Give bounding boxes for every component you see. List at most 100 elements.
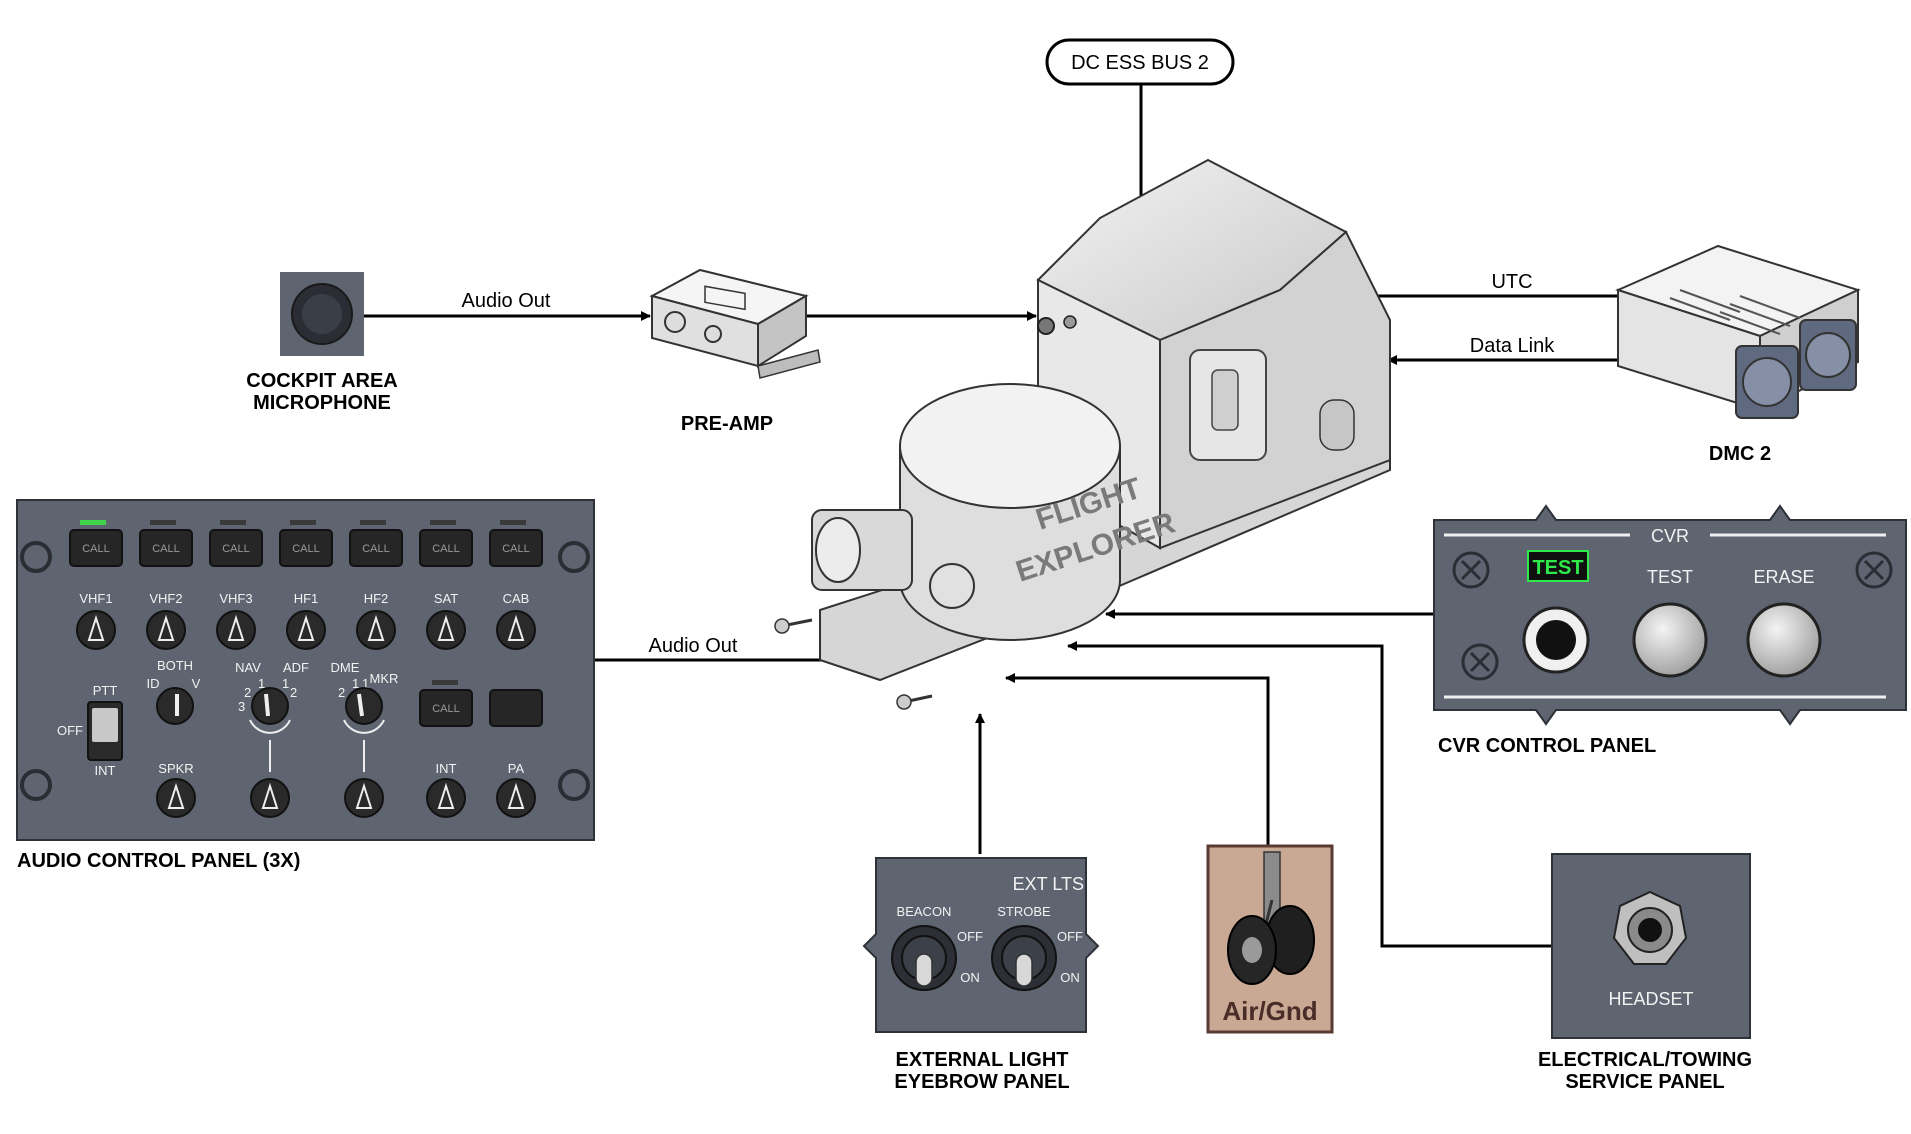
- preamp-side: [757, 294, 807, 368]
- channel-label-hf2: HF2: [364, 591, 389, 606]
- preamp-label: PRE-AMP: [681, 413, 773, 435]
- dmc-label: DMC 2: [1709, 443, 1771, 465]
- screw-icon: [1452, 551, 1490, 589]
- screw-icon: [1855, 551, 1893, 589]
- mkr-label: MKR: [370, 671, 399, 686]
- erase-button-label: ERASE: [1753, 567, 1814, 587]
- volume-knob-cab[interactable]: [496, 610, 536, 650]
- volume-knob-nav[interactable]: [250, 778, 290, 818]
- ptt-switch[interactable]: [87, 701, 123, 761]
- power-source: DC ESS BUS 2: [1045, 38, 1235, 86]
- preamp: PRE-AMP: [649, 268, 821, 435]
- volume-knob-vhf1[interactable]: [76, 610, 116, 650]
- call-button-vhf3[interactable]: [209, 529, 263, 567]
- strobe-off-label: OFF: [1057, 929, 1083, 944]
- strobe-toggle-switch[interactable]: [991, 925, 1057, 991]
- call-button-vhf1[interactable]: [69, 529, 123, 567]
- voice-v-label: V: [192, 676, 201, 691]
- volume-knob-hf2[interactable]: [356, 610, 396, 650]
- call-label: CALL: [222, 543, 250, 555]
- ext-lts-label-1: EXTERNAL LIGHT: [896, 1049, 1069, 1071]
- landing-gear-icon: [1227, 905, 1315, 985]
- voice-id-label: ID: [147, 676, 160, 691]
- call-label: CALL: [432, 703, 460, 715]
- wire-service-to-cvr: [1067, 641, 1552, 948]
- external-light-panel: EXT LTS BEACON STROBE OFF ON OFF ON EXTE…: [862, 857, 1100, 1093]
- wires: [364, 84, 1618, 948]
- int-label: INT: [436, 761, 457, 776]
- electrical-towing-service-panel: HEADSET ELECTRICAL/TOWING SERVICE PANEL: [1538, 853, 1752, 1093]
- test-button-label: TEST: [1647, 567, 1693, 587]
- call-label: CALL: [292, 543, 320, 555]
- volume-knob-sat[interactable]: [426, 610, 466, 650]
- ptt-int-label: INT: [95, 763, 116, 778]
- nav-pos-1: 1: [258, 676, 265, 691]
- signal-data-link: Data Link: [1470, 335, 1555, 357]
- adf-pos-2: 2: [290, 685, 297, 700]
- call-button-sat[interactable]: [419, 529, 473, 567]
- cvr-box-side: [1159, 230, 1391, 550]
- voice-both-label: BOTH: [157, 658, 193, 673]
- call-button-vhf2[interactable]: [139, 529, 193, 567]
- call-button-int[interactable]: [419, 689, 473, 727]
- acp-call-row: CALL CALL CALL CALL CALL CALL CALL: [69, 520, 543, 567]
- headset-jack[interactable]: [1522, 606, 1590, 674]
- cvr-connector-icon: [1037, 317, 1055, 335]
- headset-label: HEADSET: [1608, 989, 1693, 1009]
- service-panel-label-2: SERVICE PANEL: [1565, 1071, 1724, 1093]
- channel-label-hf1: HF1: [294, 591, 319, 606]
- dme-label: DME: [331, 660, 360, 675]
- call-label: CALL: [82, 543, 110, 555]
- signal-audio-out-2: Audio Out: [649, 635, 738, 657]
- beacon-toggle-switch[interactable]: [891, 925, 957, 991]
- volume-knob-dme[interactable]: [344, 778, 384, 818]
- acp-channel-row: VHF1 VHF2 VHF3 HF1 HF2 SAT CAB: [76, 591, 536, 650]
- nav-pos-3: 3: [238, 699, 245, 714]
- volume-knob-spkr[interactable]: [156, 778, 196, 818]
- screw-icon: [1461, 643, 1499, 681]
- beacon-on-label: ON: [960, 970, 980, 985]
- volume-knob-int[interactable]: [426, 778, 466, 818]
- microphone-label-1: COCKPIT AREA: [246, 370, 397, 392]
- voice-selector-knob[interactable]: [156, 687, 194, 725]
- spkr-label: SPKR: [158, 761, 193, 776]
- beacon-off-label: OFF: [957, 929, 983, 944]
- call-button-hf2[interactable]: [349, 529, 403, 567]
- channel-label-cab: CAB: [503, 591, 530, 606]
- dme-pos-2: 2: [338, 685, 345, 700]
- nav-selector-knob[interactable]: [249, 687, 291, 772]
- volume-knob-hf1[interactable]: [286, 610, 326, 650]
- volume-knob-vhf2[interactable]: [146, 610, 186, 650]
- mkr-pos-1: 1: [362, 676, 369, 691]
- ext-lts-label-2: EYEBROW PANEL: [894, 1071, 1069, 1093]
- channel-label-vhf3: VHF3: [219, 591, 252, 606]
- acp-label: AUDIO CONTROL PANEL (3X): [17, 850, 300, 872]
- beacon-label: BEACON: [897, 904, 952, 919]
- headset-jack-service[interactable]: [1612, 890, 1688, 965]
- call-button-hf1[interactable]: [279, 529, 333, 567]
- audio-control-panel: CALL CALL CALL CALL CALL CALL CALL VHF1 …: [16, 499, 595, 872]
- signal-utc: UTC: [1491, 271, 1532, 293]
- ext-lts-title: EXT LTS: [1013, 874, 1084, 894]
- service-panel-label-1: ELECTRICAL/TOWING: [1538, 1049, 1752, 1071]
- volume-knob-vhf3[interactable]: [216, 610, 256, 650]
- air-ground-sensor: Air/Gnd: [1206, 844, 1334, 1034]
- adf-label: ADF: [283, 660, 309, 675]
- volume-knob-pa[interactable]: [496, 778, 536, 818]
- call-button-cab[interactable]: [489, 529, 543, 567]
- microphone-label-2: MICROPHONE: [253, 392, 391, 414]
- test-button[interactable]: [1632, 602, 1708, 678]
- dme-selector-knob[interactable]: [343, 687, 385, 772]
- dme-pos-1: 1: [352, 676, 359, 691]
- preamp-connector-icon: [664, 311, 686, 333]
- call-label: CALL: [432, 543, 460, 555]
- cvr-unit: FLIGHT EXPLORER: [774, 158, 1391, 710]
- call-button-pa[interactable]: [489, 689, 543, 727]
- cockpit-area-microphone: COCKPIT AREA MICROPHONE: [246, 272, 398, 414]
- ptt-label: PTT: [93, 683, 118, 698]
- pa-label: PA: [508, 761, 525, 776]
- channel-label-vhf2: VHF2: [149, 591, 182, 606]
- erase-button[interactable]: [1746, 602, 1822, 678]
- cvr-control-panel: CVR TEST TEST ERASE CVR CONTROL PANEL: [1433, 504, 1907, 757]
